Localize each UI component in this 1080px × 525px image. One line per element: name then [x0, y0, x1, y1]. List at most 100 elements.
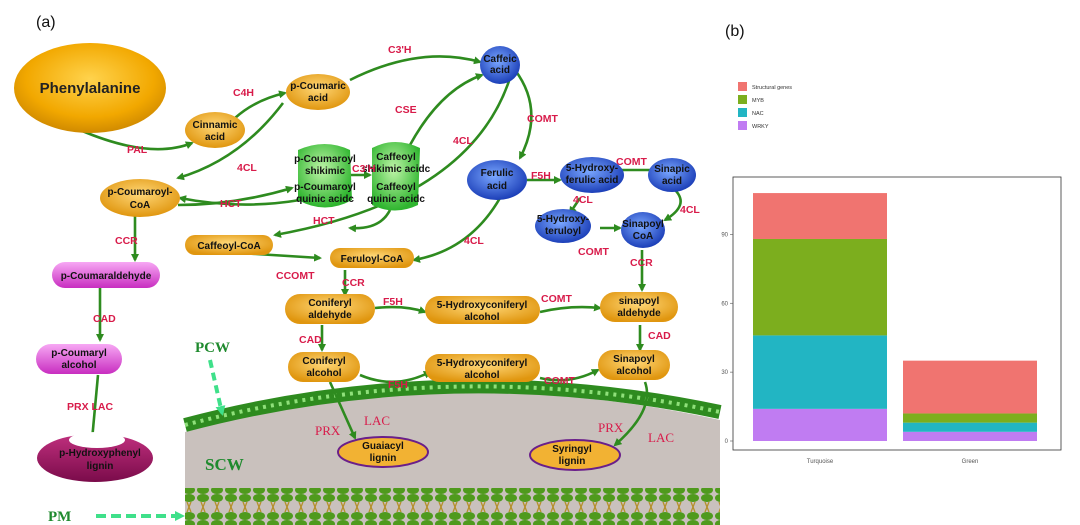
hydroxyconiferyl-top-label-1: 5-Hydroxyconiferyl: [437, 300, 528, 311]
node-cinnamic-acid: Cinnamic acid: [185, 112, 245, 148]
enzyme-ccr-1: CCR: [115, 235, 138, 247]
hydroxyconiferyl-bottom-label-1: 5-Hydroxyconiferyl: [437, 358, 528, 369]
bar-segment-structural-genes-green: [903, 360, 1037, 414]
hydroxy-ferulic-label-1: 5-Hydroxy-: [566, 163, 618, 174]
enzyme-cad-3: CAD: [648, 330, 671, 342]
cell-wall: [183, 379, 722, 525]
enzyme-prx-2: PRX: [598, 420, 624, 435]
legend-label-nac: NAC: [752, 111, 764, 117]
caffeoyl-quinic-label-1: Caffeoyl: [376, 182, 416, 193]
bar-segment-nac-green: [903, 422, 1037, 432]
phenylalanine-label: Phenylalanine: [40, 80, 141, 97]
p-coumaroyl-shikimic-label-1: p-Coumaroyl: [294, 154, 356, 165]
node-guaiacyl-lignin: Guaiacyl lignin: [337, 436, 429, 468]
node-p-coumaroyl-coa: p-Coumaroyl- CoA: [100, 179, 180, 217]
node-caffeoyl-coa: Caffeoyl-CoA: [185, 235, 273, 255]
node-ferulic-acid: Ferulic acid: [467, 160, 527, 200]
coniferyl-aldehyde-label-1: Coniferyl: [308, 298, 352, 309]
syringyl-lignin-label-1: Syringyl: [552, 444, 592, 455]
node-hydroxyconiferyl-alcohol-top: 5-Hydroxyconiferyl alcohol: [425, 296, 540, 324]
node-coniferyl-aldehyde: Coniferyl aldehyde: [285, 294, 375, 324]
enzyme-4cl-2: 4CL: [237, 162, 257, 174]
node-hydroxyconiferyl-alcohol-bottom: 5-Hydroxyconiferyl alcohol: [425, 354, 540, 382]
caffeoyl-quinic-label-2: quinic acidc: [367, 194, 425, 205]
bar-segment-myb-green: [903, 413, 1037, 423]
feruloyl-coa-label: Feruloyl-CoA: [341, 254, 404, 265]
hydroxyconiferyl-bottom-label-2: alcohol: [464, 370, 499, 381]
enzyme-f5h-1: F5H: [531, 170, 551, 182]
sinapoyl-coa-label-1: Sinapoyl: [622, 219, 664, 230]
enzyme-prx-1: PRX: [315, 423, 341, 438]
enzyme-4cl-4: 4CL: [573, 194, 593, 206]
enzyme-c3h-top: C3'H: [388, 44, 412, 56]
sinapoyl-alcohol-label-2: alcohol: [616, 366, 651, 377]
bar-segment-wrky-green: [903, 431, 1037, 441]
y-tick-label: 90: [721, 232, 728, 238]
hydroxyconiferyl-top-label-2: alcohol: [464, 312, 499, 323]
p-coumaric-acid-label-2: acid: [308, 93, 328, 104]
hydroxy-feruloyl-label-1: 5-Hydroxy-: [537, 214, 589, 225]
caffeic-acid-label-2: acid: [490, 65, 510, 76]
node-syringyl-lignin: Syringyl lignin: [529, 439, 621, 471]
node-hydroxy-feruloyl: 5-Hydroxy- teruloyl: [535, 209, 591, 243]
bar-segment-myb-turquoise: [753, 238, 887, 336]
bar-segment-wrky-turquoise: [753, 408, 887, 441]
panel-a-label: (a): [36, 14, 56, 31]
panel-b-label: (b): [725, 23, 745, 40]
sinapoyl-aldehyde-label-1: sinapoyl: [619, 296, 660, 307]
p-hydroxyphenyl-lignin-label-1: p-Hydroxyphenyl: [59, 448, 141, 459]
p-hydroxyphenyl-lignin-label-2: lignin: [87, 461, 114, 472]
p-coumaraldehyde-label: p-Coumaraldehyde: [61, 271, 152, 282]
y-tick-label: 0: [725, 439, 729, 445]
sinapoyl-coa-label-2: CoA: [633, 231, 654, 242]
ferulic-acid-label-2: acid: [487, 181, 507, 192]
enzyme-f5h-2: F5H: [383, 296, 403, 308]
node-coniferyl-alcohol: Coniferyl alcohol: [288, 352, 360, 382]
enzyme-4cl-1: 4CL: [453, 135, 473, 147]
legend-swatch-structural: [738, 82, 747, 91]
coniferyl-aldehyde-label-2: aldehyde: [308, 310, 352, 321]
bar-segment-nac-turquoise: [753, 335, 887, 409]
chart-legend: Structural genes MYB NAC WRKY: [738, 82, 792, 130]
enzyme-comt-1: COMT: [527, 113, 558, 125]
p-coumaryl-alcohol-label-2: alcohol: [61, 360, 96, 371]
enzyme-comt-2: COMT: [616, 156, 647, 168]
coniferyl-alcohol-label-2: alcohol: [306, 368, 341, 379]
enzyme-prx-lac: PRX LAC: [67, 401, 114, 413]
sinapoyl-aldehyde-label-2: aldehyde: [617, 308, 661, 319]
sinapic-acid-label-2: acid: [662, 176, 682, 187]
node-caffeic-acid: Caffeic acid: [480, 46, 520, 84]
p-coumaroyl-coa-label-2: CoA: [130, 200, 151, 211]
hydroxy-ferulic-label-2: ferulic acid: [566, 175, 619, 186]
node-feruloyl-coa: Feruloyl-CoA: [330, 248, 414, 268]
y-tick-label: 30: [721, 370, 728, 376]
y-tick-label: 60: [721, 301, 728, 307]
enzyme-f5h-3: F5H: [388, 379, 408, 391]
enzyme-lac-1: LAC: [364, 413, 390, 428]
hydroxy-feruloyl-label-2: teruloyl: [545, 226, 581, 237]
node-sinapic-acid: Sinapic acid: [648, 158, 696, 192]
p-coumaroyl-quinic-label-1: p-Coumaroyl: [294, 182, 356, 193]
enzyme-comt-4: COMT: [541, 293, 572, 305]
legend-swatch-myb: [738, 95, 747, 104]
syringyl-lignin-label-2: lignin: [559, 456, 586, 467]
guaiacyl-lignin-label-2: lignin: [370, 453, 397, 464]
pcw-arrow: [208, 359, 226, 416]
legend-label-myb: MYB: [752, 98, 764, 104]
enzyme-ccomt: CCOMT: [276, 270, 315, 282]
node-hydroxy-ferulic-acid: 5-Hydroxy- ferulic acid: [560, 157, 624, 193]
legend-label-structural: Structural genes: [752, 85, 792, 91]
p-coumaric-acid-label-1: p-Coumaric: [290, 81, 346, 92]
caffeoyl-shikimic-label-1: Caffeoyl: [376, 152, 416, 163]
scw-label: SCW: [205, 455, 244, 474]
enzyme-hct-1: HCT: [220, 198, 242, 210]
node-p-coumaryl-alcohol: p-Coumaryl alcohol: [36, 344, 122, 374]
pm-label: PM: [48, 509, 71, 525]
cinnamic-acid-label-2: acid: [205, 132, 225, 143]
enzyme-comt-5: COMT: [544, 375, 575, 387]
chart-frame: [732, 176, 1062, 451]
enzyme-labels: PAL C4H C3'H CSE COMT 4CL 4CL HCT C3'H H…: [67, 44, 700, 445]
coniferyl-alcohol-label-1: Coniferyl: [302, 356, 346, 367]
node-phenylalanine: Phenylalanine: [14, 43, 166, 133]
